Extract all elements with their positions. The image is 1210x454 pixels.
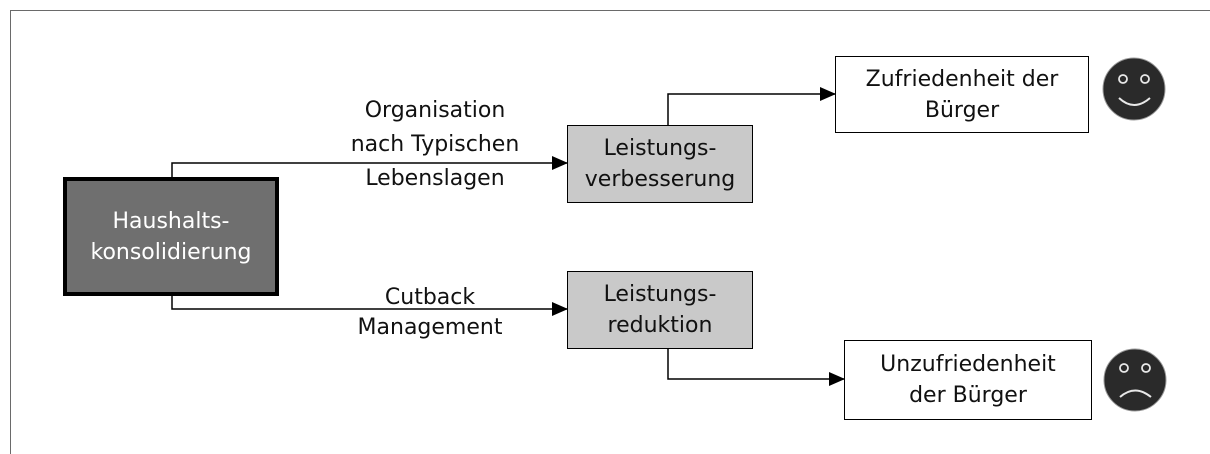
smiling-face-icon [1102, 57, 1166, 121]
edge-label-cutback: Cutback Management [357, 285, 503, 340]
connector-to-improvement [171, 156, 568, 177]
node-label: Haushalts- konsolidierung [90, 208, 252, 265]
node-label: Zufriedenheit der Bürger [865, 66, 1059, 123]
diagram-frame [10, 10, 1210, 454]
node-leistungsreduktion: Leistungs- reduktion [567, 271, 753, 349]
node-unzufriedenheit: Unzufriedenheit der Bürger [844, 340, 1092, 420]
connector-to-dissatisfaction [667, 349, 845, 386]
node-label: Leistungs- verbesserung [584, 136, 736, 192]
node-label: Unzufriedenheit der Bürger [880, 352, 1056, 408]
node-leistungsverbesserung: Leistungs- verbesserung [567, 125, 753, 203]
connector-to-satisfaction [667, 87, 836, 125]
node-haushaltskonsolidierung: Haushalts- konsolidierung [63, 177, 279, 296]
connector-to-reduction [171, 296, 568, 316]
node-zufriedenheit: Zufriedenheit der Bürger [835, 56, 1089, 133]
frowning-face-icon [1103, 348, 1167, 412]
edge-label-organisation: Organisation nach Typischen Lebenslagen [350, 98, 520, 191]
node-label: Leistungs- reduktion [603, 282, 717, 338]
